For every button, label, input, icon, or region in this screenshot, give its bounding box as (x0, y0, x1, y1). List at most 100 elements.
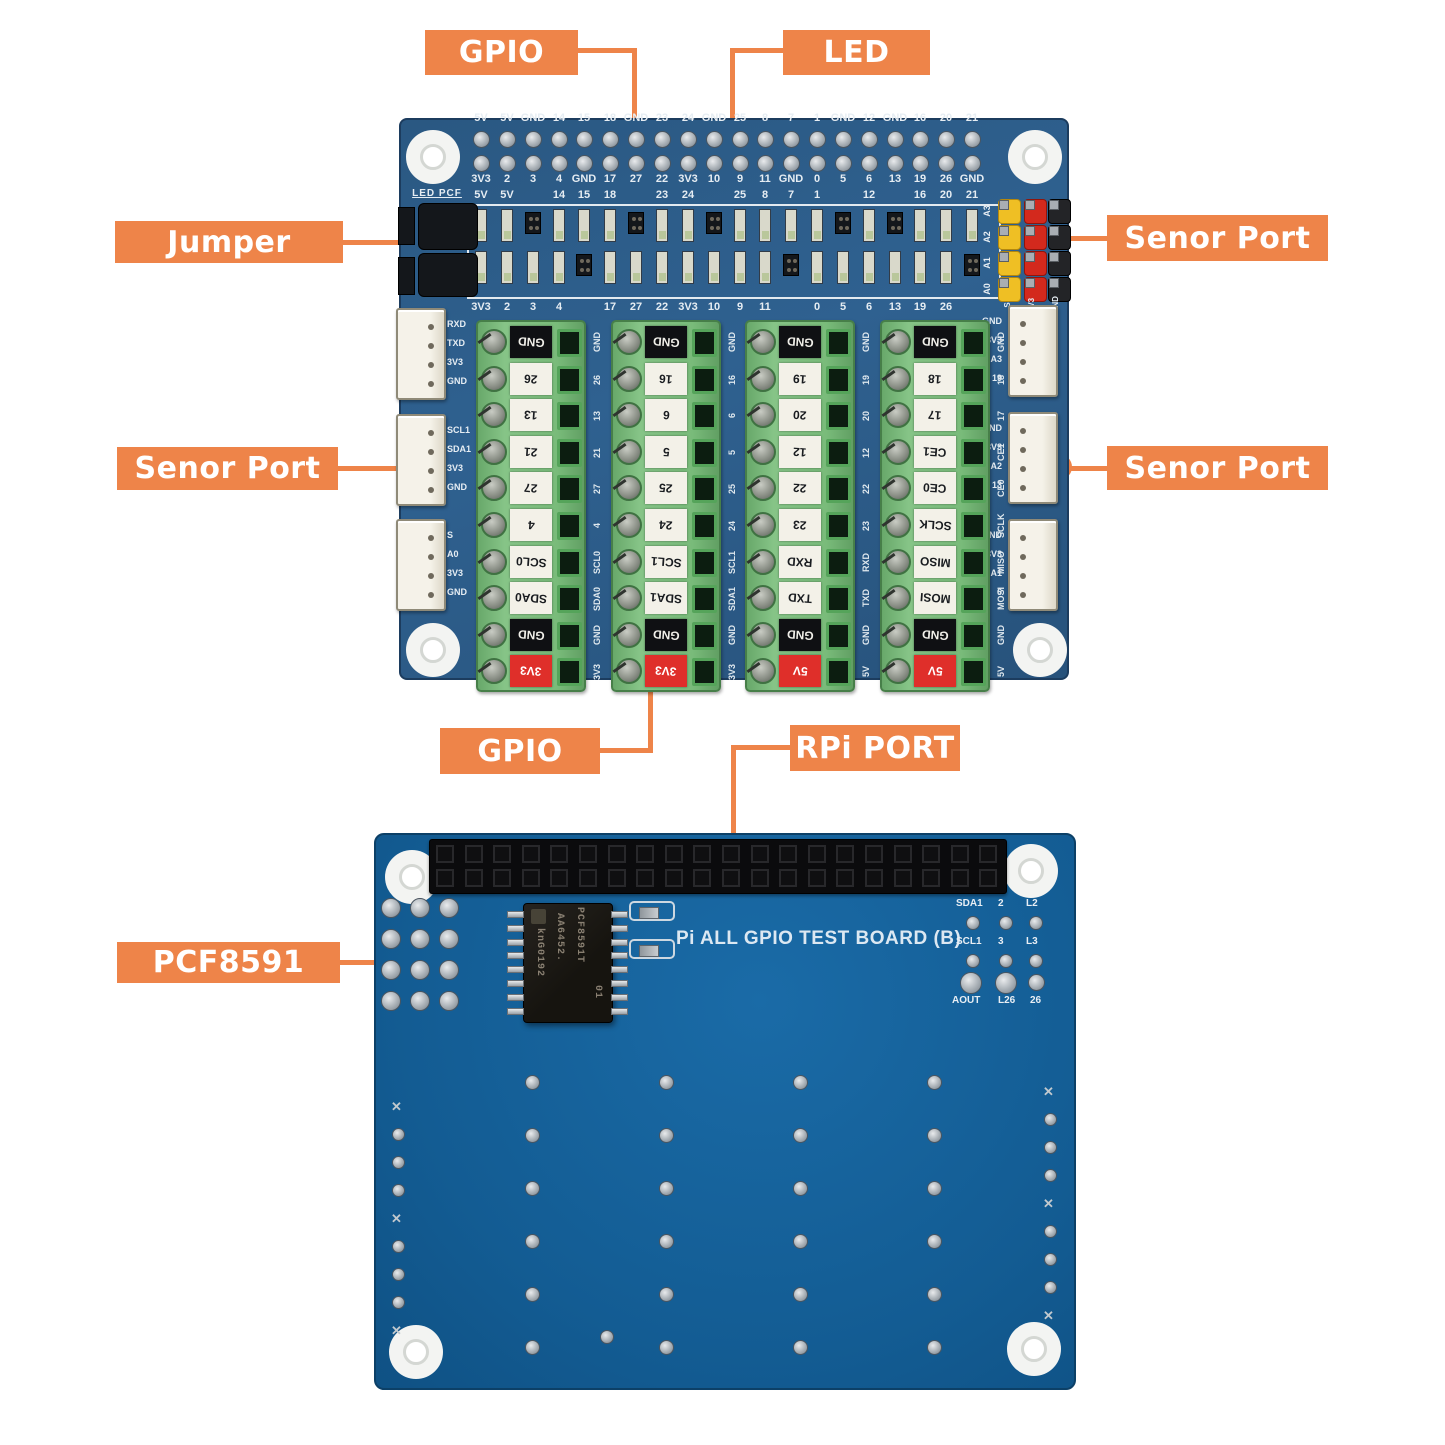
sticker-text: SDA1 (649, 589, 683, 607)
pin-contact (1025, 226, 1035, 236)
terminal-opening (961, 402, 986, 430)
solder-pad (960, 972, 982, 994)
solder-pad (1029, 954, 1043, 968)
analog-pin-label: A1 (982, 257, 992, 269)
sensor-port-connector (396, 519, 446, 611)
sticker-text: 26 (523, 371, 539, 387)
header-socket (693, 869, 711, 887)
terminal-opening (961, 329, 986, 357)
header-pin-pad (576, 131, 593, 148)
header-pin-pad (757, 155, 774, 172)
terminal-screw (612, 475, 642, 501)
pin-block (576, 254, 592, 276)
pin-contact (999, 226, 1009, 236)
led (811, 209, 823, 242)
header-pin-pad (499, 155, 516, 172)
terminal-opening (692, 402, 717, 430)
sticker-text: 3V3 (519, 663, 543, 679)
terminal-sticker: 22 (779, 472, 821, 504)
connector-pin-label: 3V3 (985, 442, 1002, 452)
header-pin-pad (861, 131, 878, 148)
led-label: 11 (759, 301, 771, 313)
header-pin-pad (938, 155, 955, 172)
sensor-pin (1024, 225, 1047, 250)
solder-pad (659, 1234, 674, 1249)
terminal-silk-label: MOSI (996, 587, 1006, 611)
header-socket (779, 869, 797, 887)
solder-pad (793, 1234, 808, 1249)
terminal-sticker: 24 (645, 509, 687, 541)
solder-pad (525, 1340, 540, 1355)
terminal-screw (612, 549, 642, 575)
sticker-text: 27 (523, 480, 539, 496)
rpi-port-header (429, 839, 1007, 894)
terminal-opening (961, 549, 986, 577)
terminal-sticker: SCL0 (510, 546, 552, 578)
connector-pin (428, 468, 434, 474)
led-chip (504, 231, 511, 239)
terminal-silk-label: GND (996, 332, 1006, 353)
header-socket (865, 869, 883, 887)
sensor-port-connector (396, 308, 446, 400)
chip-pin (507, 911, 524, 918)
terminal-opening (826, 366, 851, 394)
pin-dot (891, 226, 895, 230)
led-label: 22 (655, 301, 669, 313)
pin-block (835, 212, 851, 234)
solder-pad (392, 1128, 405, 1141)
header-pin-label: GND (623, 112, 649, 124)
led-label: 27 (629, 301, 643, 313)
solder-pad (381, 991, 401, 1011)
jumper-header (398, 257, 415, 295)
led-chip (607, 273, 614, 281)
terminal-silk-label: 16 (727, 374, 737, 385)
header-pin-label: 22 (655, 173, 669, 185)
terminal-screw (881, 475, 911, 501)
led (656, 209, 668, 242)
terminal-sticker: 26 (510, 363, 552, 395)
header-pin-label: GND (571, 173, 597, 185)
sensor-pin (1024, 199, 1047, 224)
terminal-silk-label: 6 (727, 413, 737, 419)
terminal-opening (692, 329, 717, 357)
leader-line (338, 466, 432, 471)
terminal-sticker: SCL1 (645, 546, 687, 578)
header-pin-pad (912, 131, 929, 148)
header-pin-pad (887, 131, 904, 148)
terminal-silk-label: 5V (996, 666, 1006, 678)
terminal-opening (826, 622, 851, 650)
led (863, 251, 875, 284)
header-socket (636, 869, 654, 887)
sticker-text: RXD (786, 554, 814, 570)
terminal-opening (692, 366, 717, 394)
leader-line (735, 745, 790, 750)
connector-pin-label: SCL1 (447, 425, 471, 435)
solder-pad (659, 1340, 674, 1355)
solder-pad (392, 1296, 405, 1309)
pad-label: SCL1 (956, 936, 982, 947)
led-chip (685, 231, 692, 239)
pad-label: 3 (998, 936, 1004, 947)
terminal-screw (746, 622, 776, 648)
terminal-sticker: 18 (914, 363, 956, 395)
chip-pin (611, 966, 628, 973)
terminal-opening (557, 366, 582, 394)
terminal-sticker: 12 (779, 436, 821, 468)
chip-pin (507, 966, 524, 973)
led-label: 3V3 (471, 301, 491, 313)
led-chip (581, 231, 588, 239)
header-pin-pad (732, 131, 749, 148)
terminal-screw (881, 622, 911, 648)
terminal-silk-label: 4 (592, 523, 602, 529)
terminal-sticker: GND (510, 326, 552, 358)
header-pin-pad (680, 131, 697, 148)
terminal-silk-label: 26 (592, 374, 602, 385)
mounting-hole (403, 1339, 429, 1365)
sensor-pin (1048, 251, 1071, 276)
led (759, 209, 771, 242)
terminal-silk-label: SCL1 (727, 551, 737, 575)
led-label: 1 (813, 189, 821, 201)
header-pin-pad (628, 155, 645, 172)
pin-contact (1025, 252, 1035, 262)
led-label: 4 (555, 301, 563, 313)
